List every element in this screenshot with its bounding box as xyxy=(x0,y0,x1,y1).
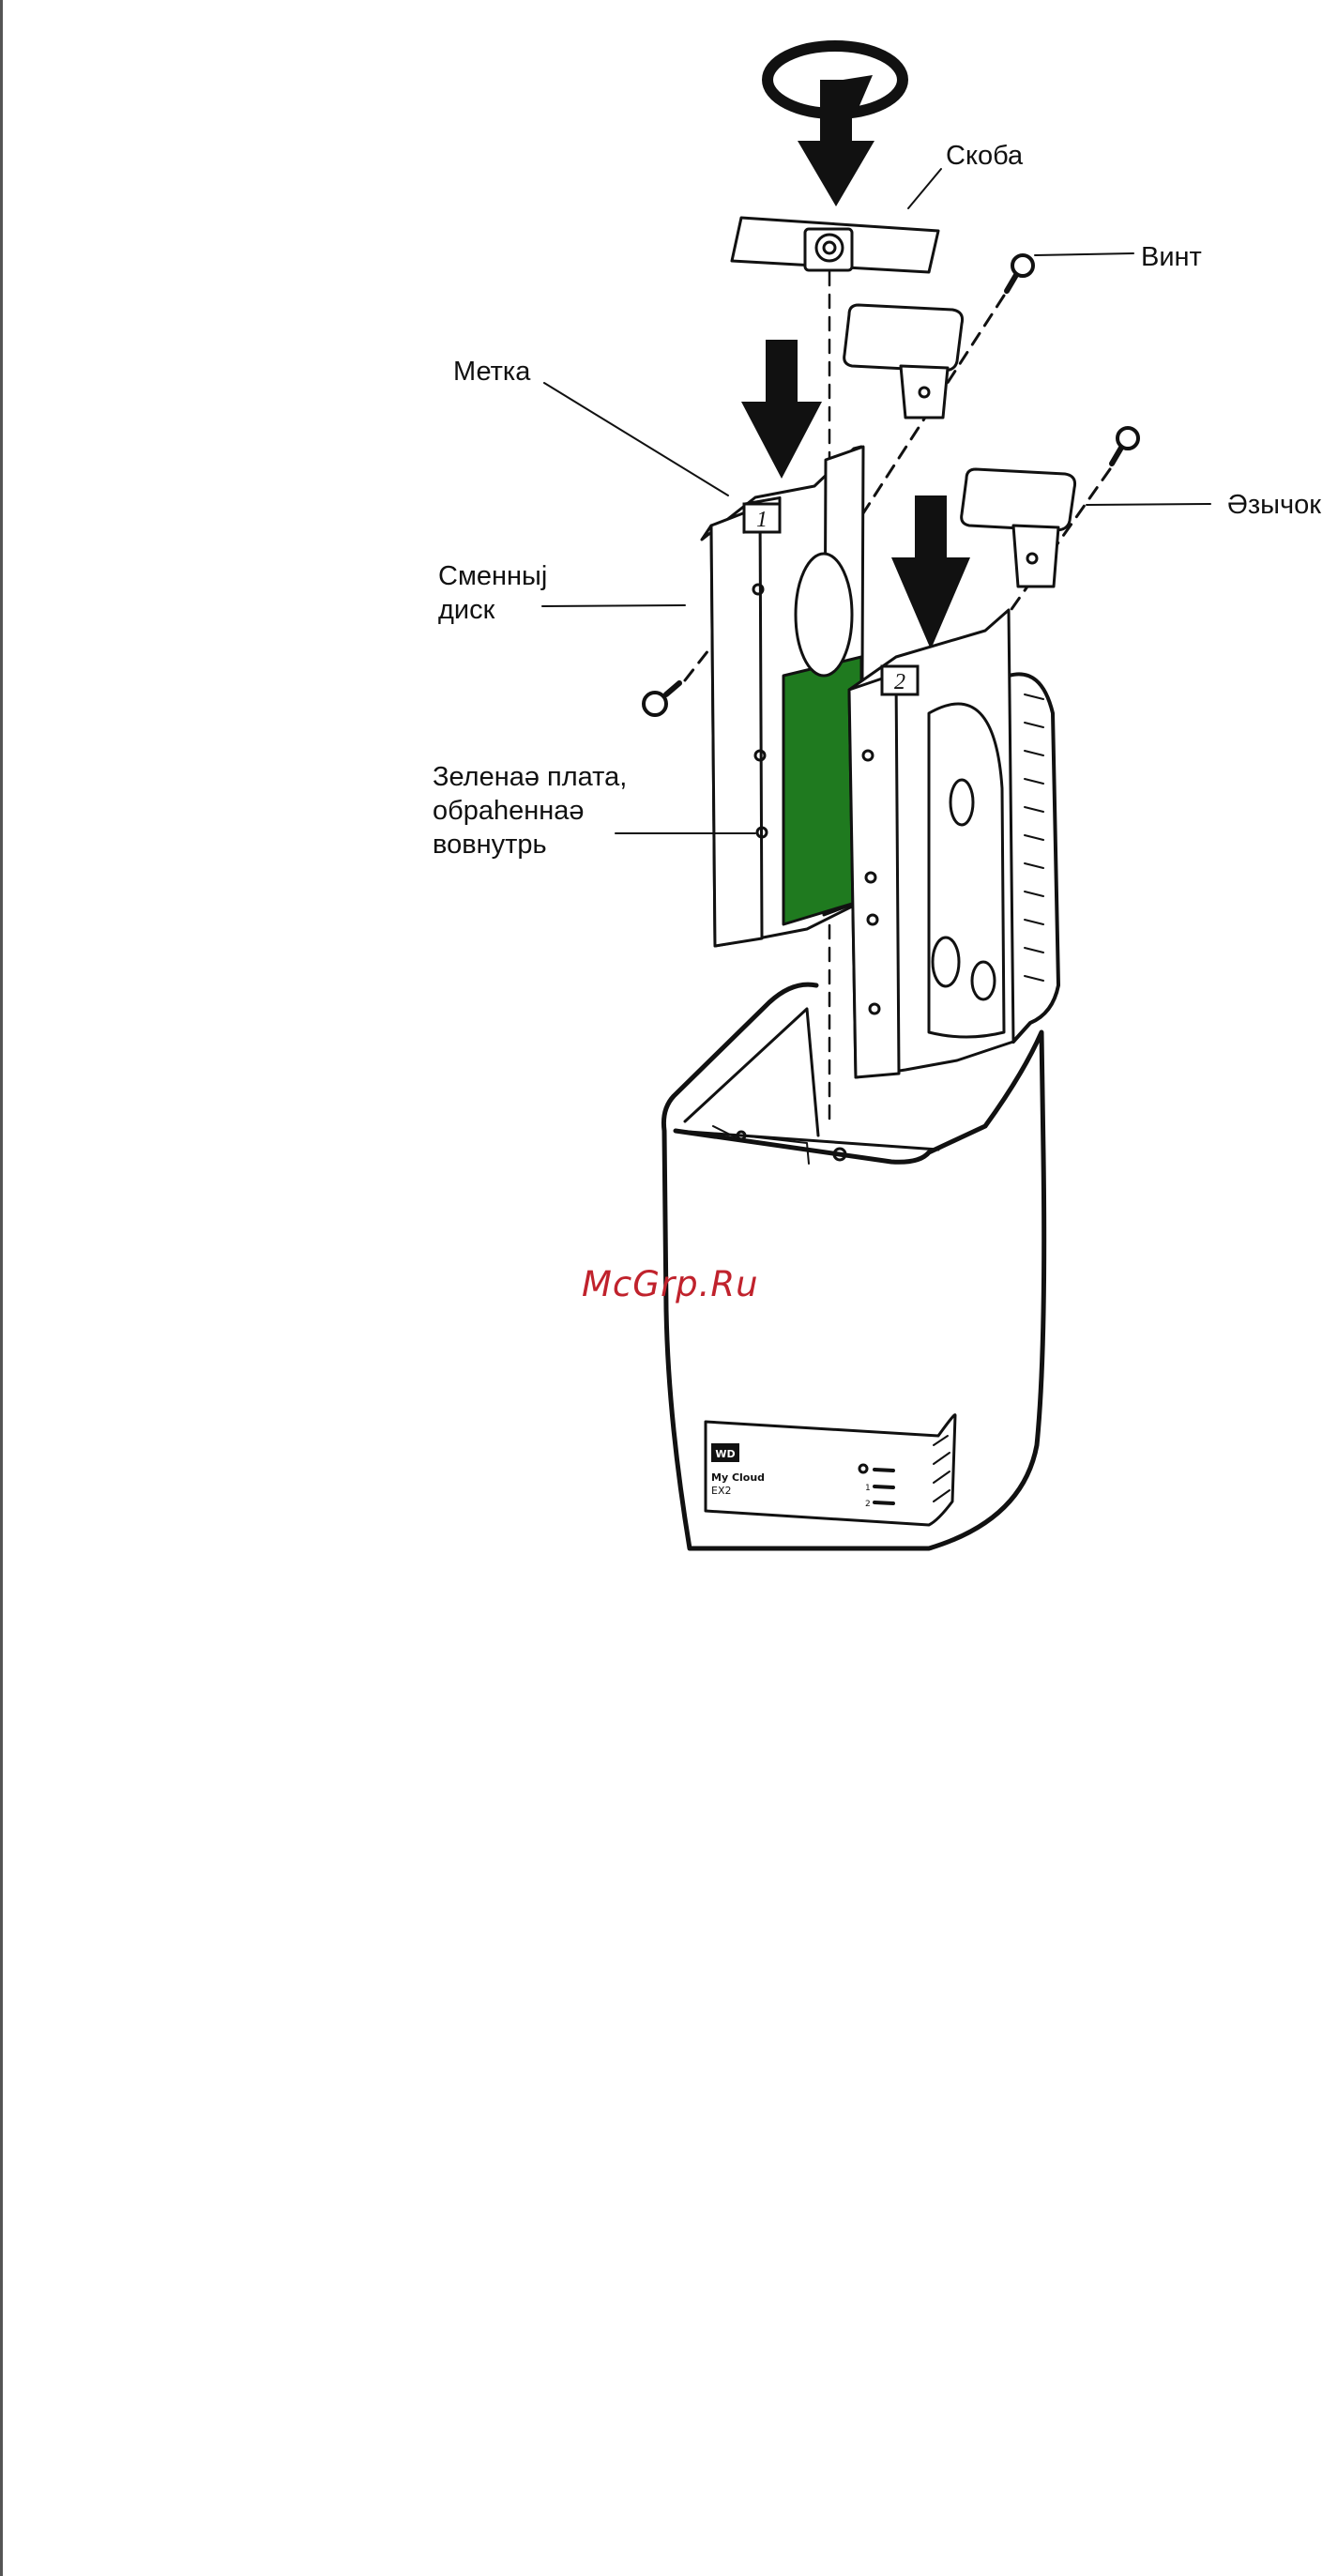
insert-arrow-drive2-icon xyxy=(891,495,970,649)
label-green-board-line-3: вовнутрь xyxy=(433,828,627,861)
screw-left xyxy=(644,683,679,715)
disk-leader-line xyxy=(542,605,685,606)
drive-1 xyxy=(702,447,863,946)
bracket-leader-line xyxy=(908,169,941,208)
tab-part-top xyxy=(844,305,963,418)
label-bracket: Скоба xyxy=(946,139,1023,173)
bracket-part xyxy=(732,218,938,272)
model-name-line-1: My Cloud xyxy=(711,1471,765,1484)
label-mark: Метка xyxy=(453,355,530,389)
screw-leader-line xyxy=(1035,253,1133,255)
screw-top-right xyxy=(1007,255,1033,291)
screw-mid-right xyxy=(1112,428,1138,464)
drive-led-2-label: 2 xyxy=(865,1500,871,1509)
insert-arrow-top-icon xyxy=(798,80,874,206)
enclosure-back-panel xyxy=(1009,674,1058,1042)
label-removable-disk-line-2: диск xyxy=(438,593,547,627)
model-name-line-2: EX2 xyxy=(711,1485,731,1497)
brand-logo: WD xyxy=(715,1448,735,1460)
label-green-board: Зеленаә плата, обраһеннаә вовнутрь xyxy=(433,760,627,861)
drive-2 xyxy=(849,610,1013,1077)
label-tab: Әзычок xyxy=(1227,488,1321,522)
label-removable-disk-line-1: Сменныј xyxy=(438,559,547,593)
insert-arrow-drive1-icon xyxy=(741,340,822,479)
drive-led-1-label: 1 xyxy=(865,1484,871,1493)
label-removable-disk: Сменныј диск xyxy=(438,559,547,627)
watermark: McGrp.Ru xyxy=(582,1264,759,1304)
label-green-board-line-2: обраһеннаә xyxy=(433,794,627,828)
drive-2-number: 2 xyxy=(894,670,905,694)
tab-part-right xyxy=(962,469,1075,587)
drive-1-number: 1 xyxy=(756,508,768,532)
label-green-board-line-1: Зеленаә плата, xyxy=(433,760,627,794)
drive-installation-figure: 1 2 WD My Cloud EX2 1 2 xyxy=(0,0,1338,1558)
label-screw: Винт xyxy=(1141,240,1202,274)
tab-leader-line xyxy=(1087,504,1210,505)
mark-leader-line xyxy=(544,383,728,495)
